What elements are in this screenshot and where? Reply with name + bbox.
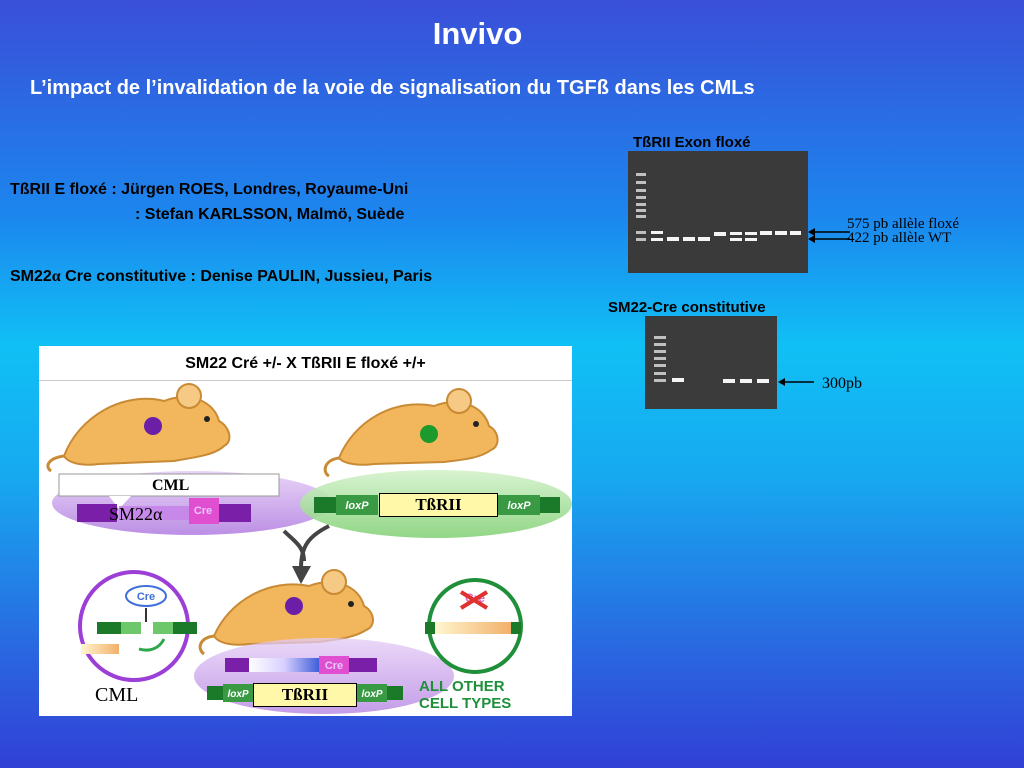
slide-subtitle: L’impact de l’invalidation de la voie de… xyxy=(30,77,755,99)
gel-bottom-arrow-label: 300pb xyxy=(822,375,862,392)
credit-paulin-sm22: SM22 xyxy=(10,268,52,285)
gel-top-bands xyxy=(628,151,808,273)
all-other-line1: ALL OTHER xyxy=(419,678,505,695)
cre-loop xyxy=(125,585,167,607)
mouse-bottom-center xyxy=(198,569,374,656)
cre-text-circle: Cre xyxy=(137,591,155,603)
cml-callout-pointer xyxy=(109,496,131,509)
loxp-text-bottom-left: loxP xyxy=(227,689,248,700)
other-lox-right xyxy=(511,622,521,634)
circle-green-arrow xyxy=(138,638,166,652)
credit-karlsson: : Stefan KARLSSON, Malmö, Suède xyxy=(135,206,405,223)
sm22-block-bottom-right xyxy=(349,658,377,672)
credit-roes: TßRII E floxé : Jürgen ROES, Londres, Ro… xyxy=(10,181,409,198)
cml-bottom-label: CML xyxy=(95,684,139,706)
cross-out-line-2 xyxy=(459,590,489,610)
loxp-bottom-left-tag xyxy=(223,684,253,702)
cre-block-bottom xyxy=(319,656,349,674)
circle-lox-left xyxy=(97,622,121,634)
loxp-block-left xyxy=(314,497,336,513)
gel-top-arrow2-label: 422 pb allèle WT xyxy=(847,230,952,246)
credit-paulin-alpha: α xyxy=(51,268,61,285)
cre-text-top: Cre xyxy=(194,505,212,517)
gel-bottom-bands xyxy=(645,316,777,409)
cross-arrow-right xyxy=(299,524,330,569)
circle-lox-mid-right xyxy=(153,622,173,634)
other-gene-bar xyxy=(435,622,511,634)
gel-top-label: TßRII Exon floxé xyxy=(633,134,751,151)
cml-top-label: CML xyxy=(152,477,190,494)
panel-header: SM22 Cré +/- X TßRII E floxé +/+ xyxy=(39,346,572,381)
circle-excised-fragment xyxy=(81,644,119,654)
mouse-top-left xyxy=(46,383,231,473)
gel-top-image xyxy=(628,151,808,273)
sm22-block-right xyxy=(219,504,251,522)
circle-lox-right xyxy=(173,622,197,634)
mouse-top-right xyxy=(323,388,499,478)
gel-bottom-arrow xyxy=(778,378,814,386)
credit-paulin-rest: Cre constitutive : Denise PAULIN, Jussie… xyxy=(60,268,433,285)
sm22-label-alpha: α xyxy=(153,504,163,524)
circle-lox-mid-left xyxy=(121,622,141,634)
breeding-diagram: Cre loxP loxP Cre xyxy=(46,383,572,714)
loxp-text-top-right: loxP xyxy=(507,500,531,512)
breeding-panel: SM22 Cré +/- X TßRII E floxé +/+ xyxy=(39,346,572,716)
credit-paulin: SM22α Cre constitutive : Denise PAULIN, … xyxy=(10,268,432,286)
loxp-tag-right xyxy=(498,495,540,515)
sm22-gradient-bar xyxy=(249,658,319,672)
tbrii-top-label: TßRII xyxy=(379,493,498,517)
cre-text-bottom: Cre xyxy=(325,660,343,672)
sm22-label: SM22α xyxy=(109,504,162,525)
loxp-text-top-left: loxP xyxy=(345,500,369,512)
cross-arrowhead xyxy=(292,566,311,584)
loxp-text-bottom-right: loxP xyxy=(361,689,382,700)
gel-bottom-label: SM22-Cre constitutive xyxy=(608,299,766,316)
sm22-block-left xyxy=(77,504,117,522)
slide-title: Invivo xyxy=(432,16,523,51)
sm22-block-bottom-left xyxy=(225,658,249,672)
sm22-label-text: SM22 xyxy=(109,504,154,524)
tbrii-bottom-label: TßRII xyxy=(253,683,357,707)
loxp-bottom-right-block xyxy=(387,686,403,700)
all-other-line2: CELL TYPES xyxy=(419,695,511,712)
loxp-block-right xyxy=(540,497,560,513)
cre-block xyxy=(189,498,219,524)
loxp-bottom-right-tag xyxy=(357,684,387,702)
loxp-bottom-left-block xyxy=(207,686,223,700)
gel-top-arrow1-label: 575 pb allèle floxé xyxy=(847,216,960,232)
cml-callout xyxy=(58,473,280,497)
loxp-tag-left xyxy=(336,495,378,515)
gel-bottom-image xyxy=(645,316,777,409)
other-lox-left xyxy=(425,622,435,634)
gel-top-arrows xyxy=(808,228,850,243)
